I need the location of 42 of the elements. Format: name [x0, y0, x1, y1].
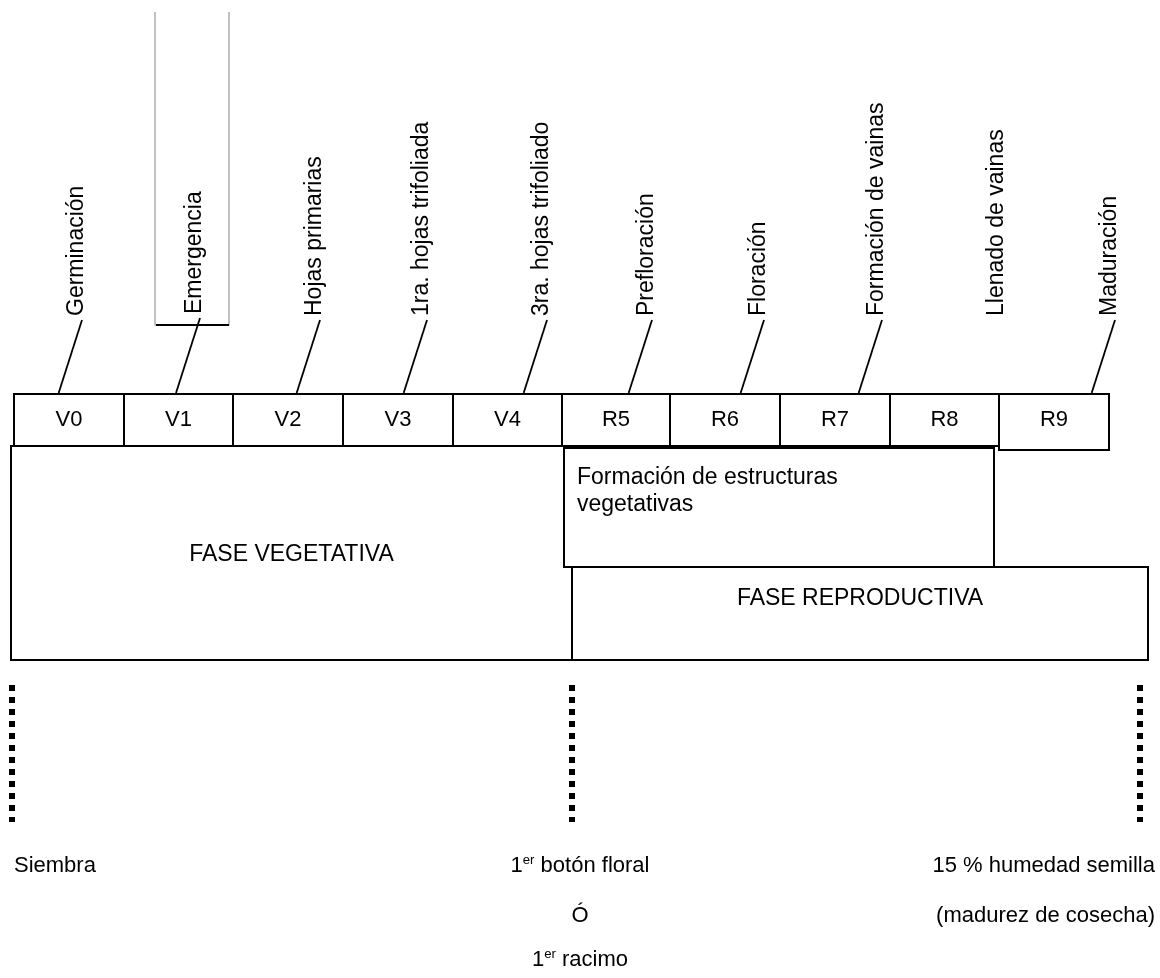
stage-label: Llenado de vainas: [982, 129, 1008, 316]
stage-code: R8: [930, 405, 959, 432]
phase-name: FASE VEGETATIVA: [189, 539, 394, 567]
leader-line: [295, 319, 321, 394]
phase-name: Formación de estructuras vegetativas: [577, 463, 839, 517]
leader-line: [522, 319, 548, 394]
stage-code: R6: [710, 405, 740, 432]
stage-label: Floración: [744, 221, 770, 316]
leader-line: [627, 319, 653, 394]
stage-label: Maduración: [1095, 195, 1121, 316]
leader-line: [857, 319, 883, 394]
stage-code: R5: [601, 405, 631, 432]
phase-box: [571, 566, 1149, 661]
milestone-label: 1$^{er}$ botón floral: [510, 852, 650, 878]
stage-code: R7: [820, 405, 850, 432]
stage-label: Germinación: [62, 185, 88, 316]
stage-code: V2: [274, 405, 302, 432]
milestone-note: (madurez de cosecha): [936, 902, 1155, 928]
leader-line: [739, 319, 765, 394]
stage-label: 3ra. hojas trifoliado: [527, 121, 553, 316]
stage-label: Formación de vainas: [862, 102, 888, 316]
leader-line: [402, 319, 428, 394]
leader-line: [175, 317, 201, 394]
stage-label: Hojas primarias: [300, 156, 326, 316]
stage-code: V4: [494, 405, 521, 432]
stage-code: R9: [1039, 405, 1069, 432]
stage-label: Prefloración: [632, 193, 658, 316]
stage-code-box: [13, 393, 125, 447]
stage-code: V3: [384, 405, 412, 432]
milestone-label: Siembra: [14, 852, 96, 878]
stage-label: Emergencia: [180, 191, 206, 314]
milestone-label: 15 % humedad semilla: [932, 852, 1155, 878]
stage-code: V1: [165, 405, 192, 432]
conjunction-label: Ó: [571, 902, 589, 928]
milestone-label: 1$^{er}$ racimo: [531, 946, 629, 972]
leader-line: [1090, 319, 1116, 394]
phase-name: FASE REPRODUCTIVA: [736, 584, 984, 611]
leader-line: [57, 319, 83, 394]
stage-code: V0: [55, 405, 83, 432]
stage-label: 1ra. hojas trifoliada: [407, 121, 433, 316]
phase-box: [563, 447, 995, 568]
stage-code-box: [998, 393, 1110, 451]
